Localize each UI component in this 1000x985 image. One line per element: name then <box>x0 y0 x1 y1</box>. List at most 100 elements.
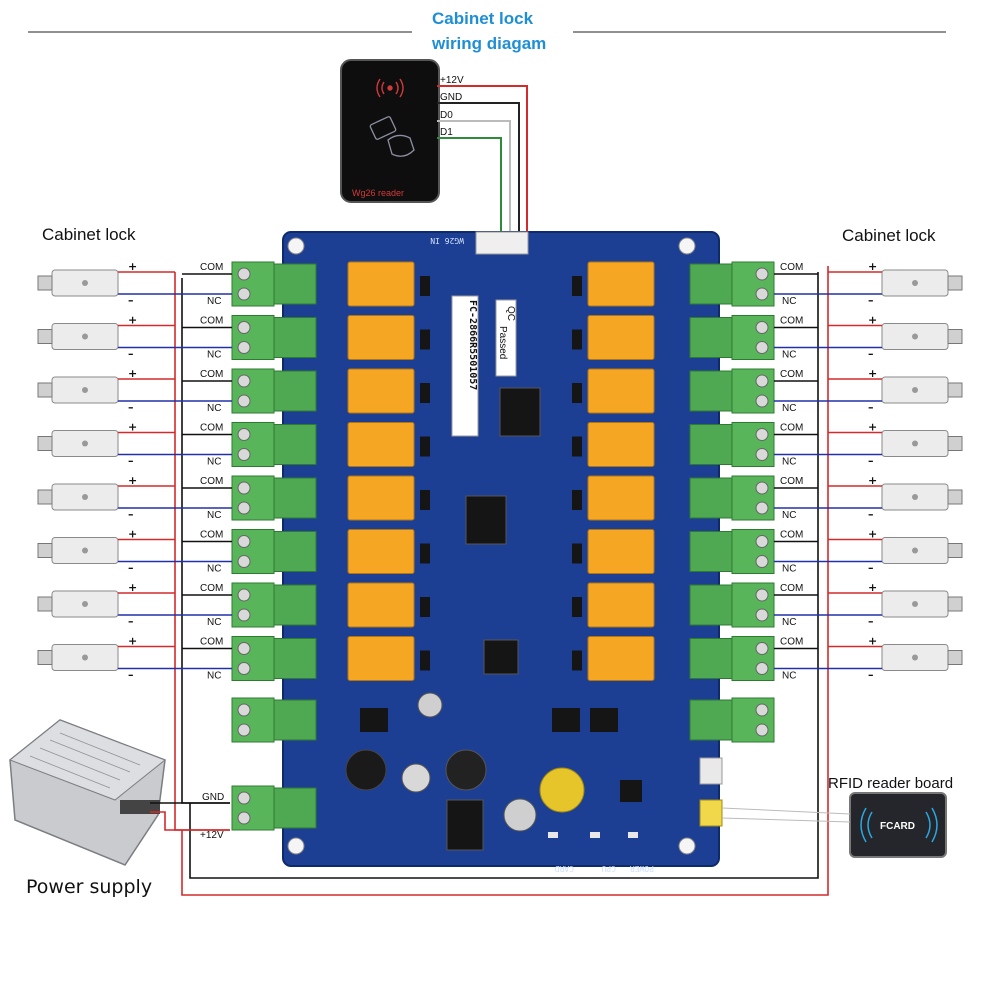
terminal-screw <box>237 588 251 602</box>
terminal-screw-housing <box>231 636 275 681</box>
relay-diode <box>572 436 582 457</box>
lock-screw <box>912 547 918 554</box>
terminal-block <box>231 785 317 831</box>
nc-label: NC <box>207 296 221 307</box>
lock-minus-label: – <box>868 348 874 361</box>
rfid-wave-icon <box>376 78 404 98</box>
psu-gnd-label: GND <box>202 792 224 803</box>
lock-plus-label: + <box>868 474 877 487</box>
terminal-plug <box>273 638 317 679</box>
nc-label: NC <box>207 457 221 468</box>
terminal-plug <box>273 584 317 626</box>
ic-chip-2 <box>465 495 507 545</box>
ic-chip-7 <box>620 780 642 802</box>
relay-diode <box>420 329 430 350</box>
rail-black-left <box>181 278 230 804</box>
com-label: COM <box>200 316 223 327</box>
terminal-screw-housing <box>731 368 775 414</box>
relay-diode <box>420 490 430 510</box>
lock-plus-label: + <box>128 581 137 594</box>
relay-diode <box>420 436 430 457</box>
status-led-label: CPU <box>601 864 616 873</box>
terminal-block <box>231 261 317 307</box>
lock-screw <box>82 440 88 447</box>
terminal-screw-housing <box>231 315 275 360</box>
terminal-screw-housing <box>731 315 775 360</box>
serial-number: FC-2866R5501057 <box>467 300 478 390</box>
lock-minus-label: – <box>128 562 134 575</box>
terminal-screw <box>755 662 769 675</box>
status-led <box>628 832 638 838</box>
relay-diode <box>572 329 582 350</box>
terminal-plug <box>689 638 733 679</box>
lock-minus-label: – <box>128 669 134 682</box>
relay-left <box>347 368 415 414</box>
relay-right <box>587 368 655 414</box>
terminal-screw <box>755 374 769 388</box>
lock-minus-label: – <box>868 508 874 521</box>
relay-left <box>347 475 415 521</box>
com-label: COM <box>780 369 803 380</box>
lock-minus-label: – <box>128 401 134 414</box>
lock-minus-label: – <box>868 615 874 628</box>
cabinet-lock <box>881 644 963 671</box>
lock-minus-label: – <box>868 562 874 575</box>
lock-plus-label: + <box>128 421 137 434</box>
relay-left <box>347 636 415 681</box>
lock-plus-label: + <box>868 421 877 434</box>
psu-top <box>9 719 166 801</box>
com-label: COM <box>780 423 803 434</box>
terminal-screw <box>237 341 251 354</box>
terminal-screw <box>755 267 769 281</box>
terminal-screw <box>755 321 769 334</box>
reader-wire <box>437 85 528 236</box>
terminal-screw <box>755 481 769 495</box>
com-label: COM <box>780 583 803 594</box>
relay-left <box>347 315 415 360</box>
mount-hole-bl <box>287 837 305 855</box>
buzzer <box>345 749 387 791</box>
terminal-screw <box>237 703 251 717</box>
nc-label: NC <box>207 671 221 682</box>
psu-12v-wire <box>150 811 230 831</box>
com-label: COM <box>200 530 223 541</box>
status-led <box>548 832 558 838</box>
lock-plus-label: + <box>868 314 877 327</box>
reader-pin-label: D1 <box>440 127 453 138</box>
com-label: COM <box>780 316 803 327</box>
terminal-screw-housing <box>231 582 275 628</box>
mount-hole-br <box>678 837 696 855</box>
rfid-reader-board: FCARD RFID reader board <box>721 775 953 858</box>
lock-plus-label: + <box>128 260 137 273</box>
terminal-screw <box>237 791 251 805</box>
relay-bank <box>347 261 655 681</box>
cabinet-lock <box>37 644 119 671</box>
rfid-card-brand: FCARD <box>880 821 915 832</box>
qc-sticker <box>495 299 517 377</box>
relay-diode <box>572 490 582 510</box>
lock-screw <box>82 494 88 500</box>
lock-minus-label: – <box>868 294 874 307</box>
terminal-plug <box>689 531 733 572</box>
terminal-plug <box>689 424 733 465</box>
terminal-block <box>231 315 317 360</box>
card-hand-icon <box>369 116 415 157</box>
terminal-plug <box>689 699 733 741</box>
terminal-screw-housing <box>731 529 775 574</box>
terminal-plug <box>689 477 733 519</box>
regulator <box>446 799 484 851</box>
lock-screw <box>82 601 88 607</box>
relay-diode <box>420 276 430 296</box>
reader-caption: Wg26 reader <box>352 188 404 198</box>
lock-screw <box>912 601 918 607</box>
terminal-screw <box>237 555 251 568</box>
terminal-block <box>231 636 317 681</box>
cabinet-lock <box>881 430 963 457</box>
terminal-screw <box>755 341 769 354</box>
lock-plus-label: + <box>128 528 137 541</box>
relay-diode <box>572 650 582 671</box>
terminal-block <box>231 475 317 521</box>
com-label: COM <box>200 423 223 434</box>
terminal-screw <box>237 267 251 281</box>
